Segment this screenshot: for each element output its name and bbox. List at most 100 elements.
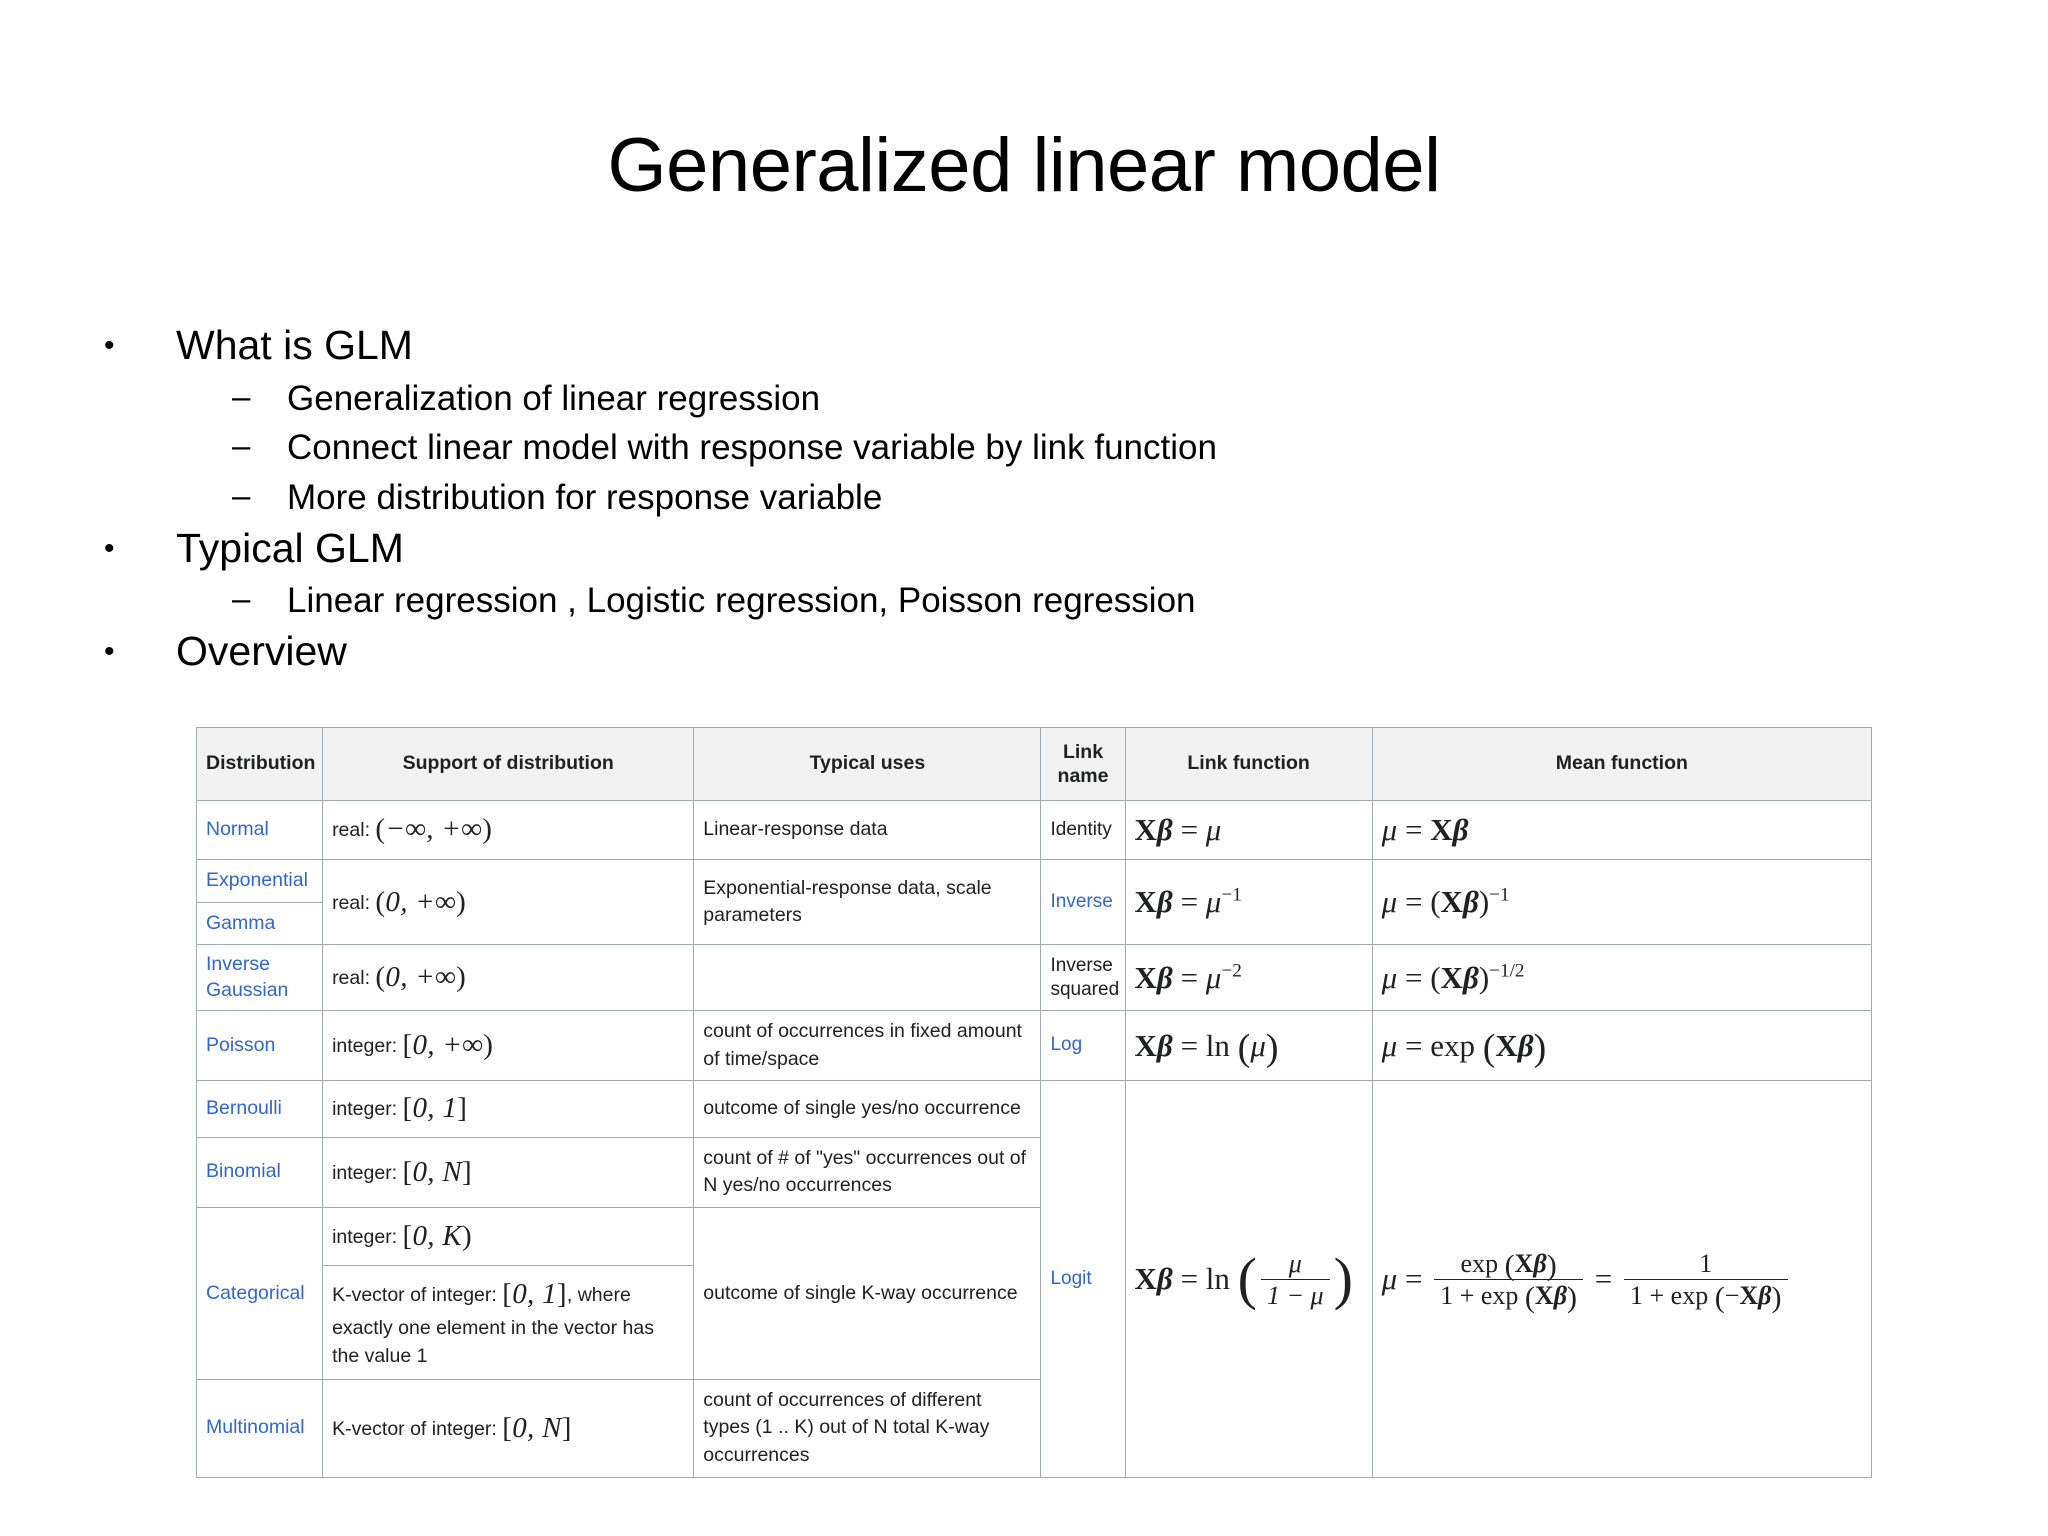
bullet-item-overview: • Overview [104, 626, 1984, 678]
column-header-support: Support of distribution [322, 727, 695, 801]
table-row: Categorical integer: [0, K) K-vector of … [195, 1207, 1872, 1380]
sub-bullet-label: More distribution for response variable [287, 478, 883, 518]
support-subcell-kvector: K-vector of integer: [0, 1], where exact… [323, 1266, 693, 1379]
glm-overview-table: Distribution Support of distribution Typ… [195, 727, 1873, 1478]
table-row: Normal real: (−∞, +∞) Linear-response da… [195, 799, 1873, 861]
cell-typical-uses-categorical: outcome of single K-way occurrence [693, 1207, 1042, 1380]
cell-support-poisson: integer: [0, +∞) [322, 1010, 695, 1082]
cell-link-function-inverse-squared: Xβ = μ−2 [1124, 944, 1373, 1012]
support-subrow: K-vector of integer: [0, 1], where exact… [323, 1266, 693, 1379]
support-prefix: integer: [332, 1098, 398, 1121]
support-math: (0, +∞) [375, 961, 467, 994]
cell-distribution-gamma[interactable]: Gamma [195, 901, 324, 946]
support-prefix: real: [332, 967, 370, 990]
dash-marker-icon: – [232, 427, 251, 465]
bullet-label: What is GLM [176, 322, 413, 368]
cell-link-name-log[interactable]: Log [1040, 1010, 1126, 1082]
bullet-label: Overview [176, 628, 347, 675]
table-row: Multinomial K-vector of integer: [0, N] … [195, 1378, 1872, 1478]
support-prefix: integer: [332, 1226, 398, 1248]
dash-marker-icon: – [232, 580, 251, 618]
table-row: Exponential real: (0, +∞) Exponential-re… [195, 859, 1873, 946]
cell-typical-uses-poisson: count of occurrences in fixed amount of … [693, 1010, 1042, 1082]
cell-support-exponential-gamma: real: (0, +∞) [322, 859, 695, 946]
cell-typical-uses-inverse-gaussian [693, 944, 1042, 1012]
support-math: [0, N] [402, 1155, 473, 1188]
support-subtable: integer: [0, K) K-vector of integer: [0,… [323, 1208, 694, 1379]
cell-support-normal: real: (−∞, +∞) [322, 799, 695, 861]
cell-link-function-identity: Xβ = μ [1124, 799, 1373, 861]
support-prefix: real: [332, 819, 370, 842]
sub-bullet-connect-link-function: – Connect linear model with response var… [104, 423, 1984, 473]
table-row: Bernoulli integer: [0, 1] outcome of sin… [195, 1080, 1873, 1478]
column-header-distribution: Distribution [195, 727, 324, 801]
cell-link-name-inverse[interactable]: Inverse [1040, 859, 1126, 946]
support-math: (−∞, +∞) [375, 813, 493, 846]
cell-distribution-normal[interactable]: Normal [195, 799, 324, 861]
bullet-label: Typical GLM [176, 524, 404, 571]
cell-support-categorical: integer: [0, K) K-vector of integer: [0,… [322, 1207, 695, 1380]
cell-support-bernoulli: integer: [0, 1] [322, 1080, 695, 1138]
cell-typical-uses-exponential: Exponential-response data, scale paramet… [693, 859, 1042, 946]
cell-distribution-poisson[interactable]: Poisson [195, 1010, 324, 1082]
cell-mean-function-inverse: μ = (Xβ)−1 [1371, 859, 1873, 946]
support-subcell-integer-range: integer: [0, K) [323, 1208, 694, 1267]
table-row: Binomial integer: [0, N] count of # of "… [195, 1136, 1872, 1209]
cell-distribution-bernoulli[interactable]: Bernoulli [195, 1080, 324, 1138]
cell-support-inverse-gaussian: real: (0, +∞) [322, 944, 695, 1012]
cell-link-function-inverse: Xβ = μ−1 [1124, 859, 1373, 946]
cell-typical-uses-bernoulli: outcome of single yes/no occurrence [693, 1080, 1042, 1138]
sub-bullet-generalization: – Generalization of linear regression [104, 374, 1984, 424]
support-prefix: integer: [332, 1035, 398, 1058]
cell-support-binomial: integer: [0, N] [322, 1136, 695, 1209]
support-math: [0, +∞) [402, 1029, 494, 1062]
support-prefix: K-vector of integer: [332, 1417, 497, 1440]
cell-link-function-log: Xβ = ln (μ) [1124, 1010, 1373, 1082]
cell-distribution-multinomial[interactable]: Multinomial [195, 1378, 324, 1478]
cell-link-name-logit[interactable]: Logit [1040, 1080, 1126, 1478]
support-suffix-2: , where exactly one element in the vecto… [332, 1284, 654, 1368]
cell-typical-uses-multinomial: count of occurrences of different types … [693, 1378, 1042, 1478]
bullet-item-typical-glm: • Typical GLM [104, 523, 1984, 575]
cell-typical-uses-normal: Linear-response data [693, 799, 1042, 861]
sub-bullet-regression-types: – Linear regression , Logistic regressio… [104, 576, 1984, 626]
bullet-marker-icon: • [104, 329, 115, 362]
cell-distribution-exponential[interactable]: Exponential [195, 859, 324, 903]
page-title: Generalized linear model [607, 123, 1441, 208]
table-header-row: Distribution Support of distribution Typ… [195, 727, 1873, 801]
cell-support-multinomial: K-vector of integer: [0, N] [322, 1378, 695, 1478]
bullet-list: • What is GLM – Generalization of linear… [104, 320, 1984, 680]
sub-bullet-label: Linear regression , Logistic regression,… [287, 581, 1196, 621]
table-row: Gamma [195, 901, 1872, 946]
support-math: (0, +∞) [375, 885, 467, 918]
support-prefix-2: K-vector of integer: [332, 1284, 497, 1307]
table-row: Poisson integer: [0, +∞) count of occurr… [195, 1010, 1873, 1082]
support-math: [0, K) [402, 1220, 473, 1252]
support-prefix: integer: [332, 1161, 398, 1184]
cell-mean-function-identity: μ = Xβ [1371, 799, 1873, 861]
cell-mean-function-logit: μ = exp (Xβ) 1 + exp (Xβ) = 1 1 + exp (−… [1371, 1080, 1873, 1478]
cell-mean-function-inverse-squared: μ = (Xβ)−1/2 [1371, 944, 1873, 1012]
dash-marker-icon: – [232, 477, 251, 515]
cell-distribution-binomial[interactable]: Binomial [195, 1136, 324, 1209]
column-header-link-function: Link function [1124, 727, 1373, 801]
sub-bullet-label: Generalization of linear regression [287, 378, 821, 418]
support-math: [0, N] [502, 1411, 572, 1444]
column-header-mean-function: Mean function [1371, 727, 1873, 801]
glm-overview-table-container: Distribution Support of distribution Typ… [195, 727, 1873, 1478]
support-math: [0, 1] [402, 1092, 468, 1125]
sub-bullet-more-distribution: – More distribution for response variabl… [104, 473, 1984, 523]
cell-distribution-categorical[interactable]: Categorical [195, 1207, 324, 1380]
sub-bullet-label: Connect linear model with response varia… [287, 428, 1217, 468]
support-math-2: [0, 1] [502, 1278, 567, 1311]
bullet-item-what-is-glm: • What is GLM [104, 320, 1984, 372]
bullet-marker-icon: • [104, 635, 115, 669]
cell-link-name-identity: Identity [1040, 799, 1126, 861]
support-subrow: integer: [0, K) [323, 1208, 694, 1267]
cell-mean-function-log: μ = exp (Xβ) [1371, 1010, 1873, 1082]
